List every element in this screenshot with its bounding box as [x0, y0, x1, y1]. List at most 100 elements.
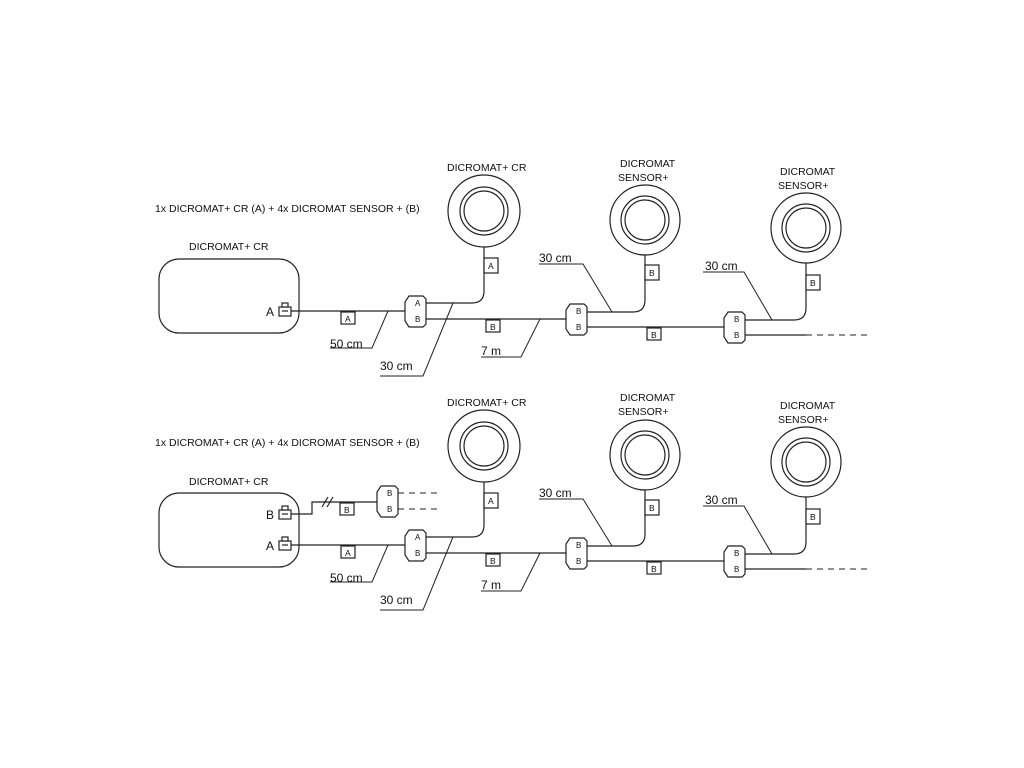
diagram-2-sensor-2-tag-text: B	[810, 512, 816, 522]
diagram-1-cable-tag-a	[340, 311, 356, 325]
diagram-2-leader-controller-cable	[330, 544, 389, 583]
diagram-2-sensor-2-cable-length: 30 cm	[705, 493, 738, 507]
diagram-2-sensor-1-tag-text: B	[649, 503, 655, 513]
diagram-2-junction-pin-b: B	[415, 549, 420, 558]
diagram-1-sensor-1-label-line-2: SENSOR+	[618, 172, 668, 184]
diagram-2-port-b-junction-pin-2: B	[387, 505, 392, 514]
diagram-1-controller-unit	[158, 258, 300, 334]
diagram-1-sensor-2-cable-length: 30 cm	[705, 259, 738, 273]
diagram-2-detector-cr	[447, 409, 521, 483]
diagram-2: 1x DICROMAT+ CR (A) + 4x DICROMAT SENSOR…	[155, 392, 868, 611]
diagram-1-split-cable-length: 30 cm	[380, 359, 413, 373]
diagram-1-junction-3-pin-2: B	[734, 331, 739, 340]
diagram-2-trunk-tag	[485, 553, 501, 567]
diagram-1-trunk-tag	[485, 319, 501, 333]
diagram-2-port-a-label: A	[266, 539, 274, 553]
diagram-2-controller-label: DICROMAT+ CR	[189, 476, 269, 488]
diagram-2-junction-2-pin-1: B	[576, 541, 581, 550]
diagram-2-sensor-2-label-line-2: SENSOR+	[778, 414, 828, 426]
diagram-1-sensor-1-tag	[644, 264, 660, 281]
diagram-2-cable-tag-a-text: A	[345, 548, 351, 558]
diagram-1-sensor-1-tag-text: B	[649, 268, 655, 278]
diagram-2-sensor-1-cable-length: 30 cm	[539, 486, 572, 500]
diagram-1-junction-bb-1: B B	[565, 303, 588, 336]
diagram-1-trunk-2-tag-text: B	[651, 330, 657, 340]
diagram-1-detector-cr-cable	[426, 247, 485, 304]
diagram-1-port-a-label: A	[266, 305, 274, 319]
diagram-1-sensor-2-tag	[805, 274, 821, 291]
diagram-1-sensor-2-label-line-1: DICROMAT	[780, 166, 836, 178]
diagram-1-caption: 1x DICROMAT+ CR (A) + 4x DICROMAT SENSOR…	[155, 203, 420, 215]
diagram-2-port-b-cable	[291, 501, 377, 515]
diagram-2-sensor-1-tag	[644, 499, 660, 516]
diagram-2-junction-2-pin-2: B	[576, 557, 581, 566]
diagram-2-sensor-1	[609, 419, 681, 491]
diagram-1-detector-cr-tag-text: A	[488, 261, 494, 271]
diagram-1-leader-sensor-2	[703, 271, 773, 321]
diagram-2-junction-port-b: B B	[376, 485, 399, 518]
diagram-1-leader-split-cable	[380, 302, 454, 377]
diagram-2-trunk-length: 7 m	[481, 578, 501, 592]
diagram-2-sensor-1-cable	[587, 490, 646, 547]
diagram-2-detector-cr-label: DICROMAT+ CR	[447, 397, 527, 409]
diagram-1-sensor-2-cable	[745, 263, 807, 321]
diagram-1-leader-trunk	[481, 318, 541, 358]
diagram-2-trunk-2-tag	[646, 561, 662, 575]
diagram-2-sensor-2-cable	[745, 497, 807, 555]
diagram-2-cable-break-mark-2	[326, 496, 334, 508]
diagram-2-sensor-2-label-line-1: DICROMAT	[780, 400, 836, 412]
diagram-2-port-b-connector-icon	[278, 505, 292, 520]
diagram-2-detector-cr-tag	[483, 492, 499, 509]
diagram-1-leader-controller-cable	[330, 310, 389, 349]
diagram-2-detector-cr-cable	[426, 482, 485, 538]
diagram-1-cable-tag-a-text: A	[345, 314, 351, 324]
diagram-2-controller-cable-length: 50 cm	[330, 571, 363, 585]
diagram-2-trunk-2-tag-text: B	[651, 564, 657, 574]
diagram-1-leader-sensor-1	[539, 263, 613, 313]
diagram-1-junction-bb-2: B B	[723, 311, 746, 344]
diagram-1-junction-2-pin-2: B	[576, 323, 581, 332]
diagram-1-junction-pin-b: B	[415, 315, 420, 324]
diagram-1-junction-ab: A B	[404, 295, 427, 328]
diagram-2-junction-bb-2: B B	[723, 545, 746, 578]
diagram-1-sensor-1-cable-length: 30 cm	[539, 251, 572, 265]
diagram-2-detector-cr-tag-text: A	[488, 496, 494, 506]
diagram-1-sensor-1	[609, 184, 681, 256]
diagram-1: 1x DICROMAT+ CR (A) + 4x DICROMAT SENSOR…	[155, 158, 868, 377]
diagram-2-port-b-cable-tag	[339, 502, 355, 516]
diagram-1-sensor-2-tag-text: B	[810, 278, 816, 288]
diagram-1-detector-cr	[447, 174, 521, 248]
diagram-2-leader-trunk	[481, 552, 541, 592]
diagram-2-port-b-junction-pin-1: B	[387, 489, 392, 498]
diagram-2-sensor-1-label-line-1: DICROMAT	[620, 392, 676, 404]
diagram-2-sensor-2-tag	[805, 508, 821, 525]
diagram-2-port-b-cable-tag-text: B	[344, 505, 350, 515]
diagram-1-controller-label: DICROMAT+ CR	[189, 241, 269, 253]
diagram-1-junction-2-pin-1: B	[576, 307, 581, 316]
diagram-2-leader-sensor-2	[703, 505, 773, 555]
diagram-2-junction-3-pin-1: B	[734, 549, 739, 558]
diagram-2-split-cable-length: 30 cm	[380, 593, 413, 607]
diagram-2-junction-bb-1: B B	[565, 537, 588, 570]
diagram-2-junction-ab: A B	[404, 529, 427, 562]
diagram-2-sensor-1-label-line-2: SENSOR+	[618, 406, 668, 418]
diagram-1-controller-cable-length: 50 cm	[330, 337, 363, 351]
diagram-2-trunk-tag-text: B	[490, 556, 496, 566]
diagram-2-cable-break-mark-1	[321, 496, 329, 508]
diagram-1-sensor-1-cable	[587, 255, 646, 313]
diagram-1-sensor-1-label-line-1: DICROMAT	[620, 158, 676, 170]
diagram-1-detector-cr-tag	[483, 257, 499, 274]
diagram-2-port-b-label: B	[266, 508, 274, 522]
diagram-1-trunk-2-tag	[646, 327, 662, 341]
diagram-1-junction-pin-a: A	[415, 299, 421, 308]
diagram-2-junction-pin-a: A	[415, 533, 421, 542]
diagram-2-leader-split-cable	[380, 536, 454, 611]
diagram-1-junction-3-pin-1: B	[734, 315, 739, 324]
diagram-1-detector-cr-label: DICROMAT+ CR	[447, 162, 527, 174]
diagram-1-trunk-length: 7 m	[481, 344, 501, 358]
diagram-1-trunk-tag-text: B	[490, 322, 496, 332]
diagram-1-sensor-2-label-line-2: SENSOR+	[778, 180, 828, 192]
diagram-2-caption: 1x DICROMAT+ CR (A) + 4x DICROMAT SENSOR…	[155, 437, 420, 449]
diagram-1-sensor-2	[770, 192, 842, 264]
